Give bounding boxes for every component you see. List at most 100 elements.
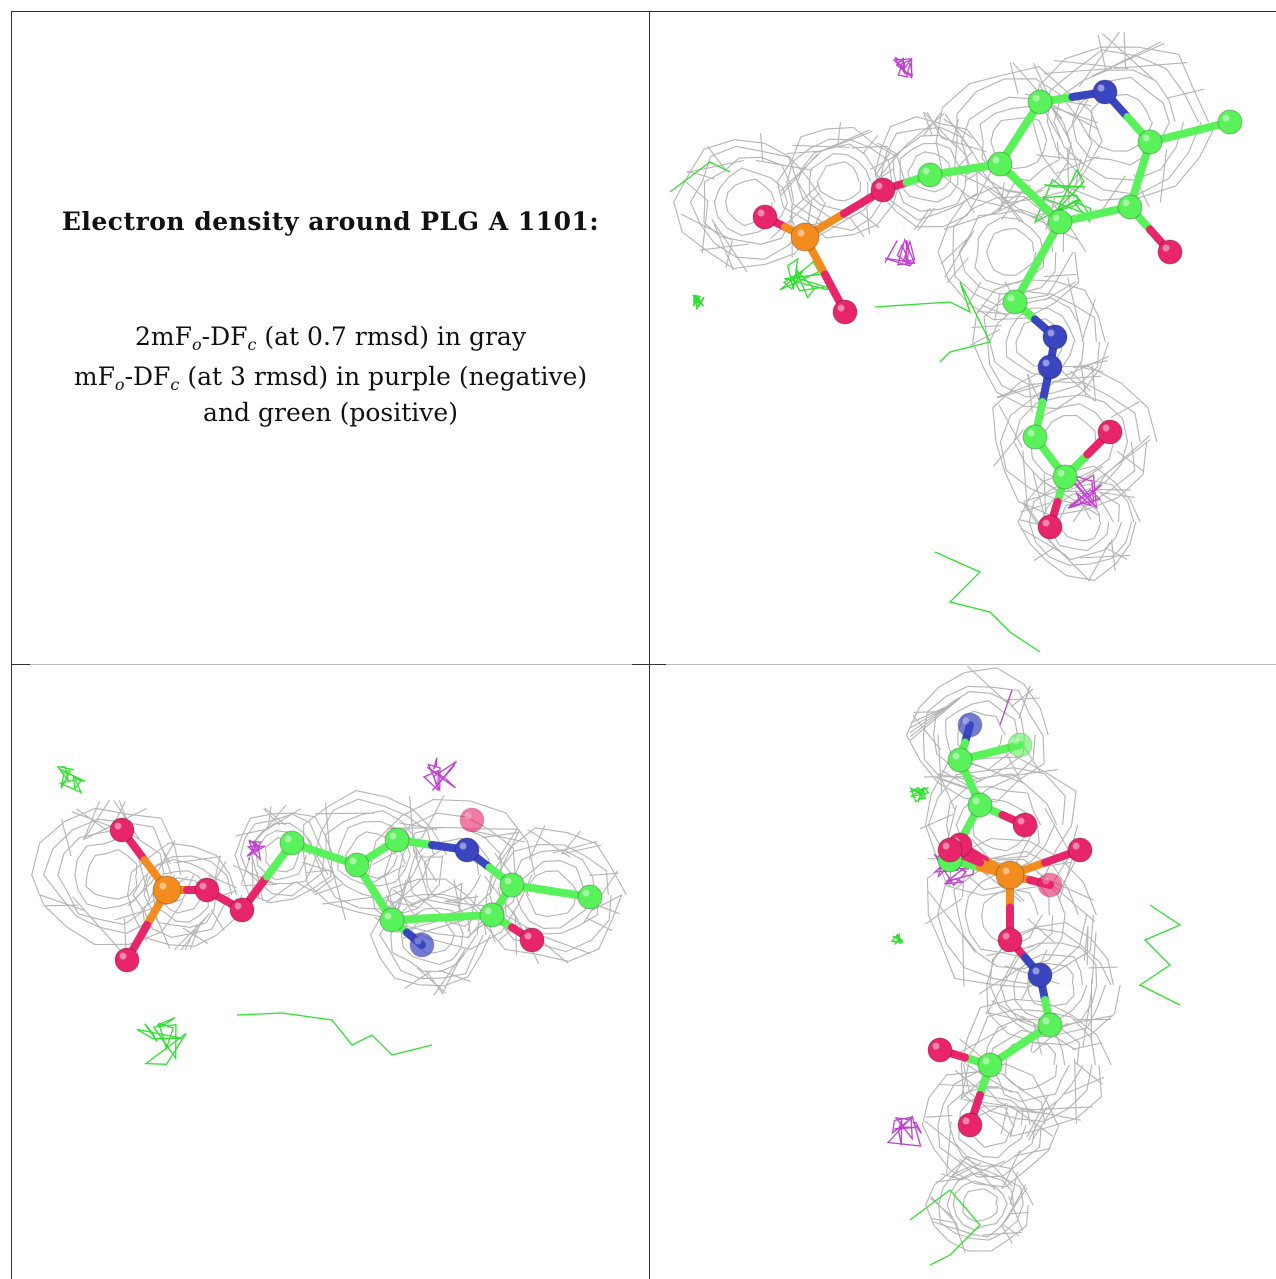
- mesh-strand: [1056, 155, 1099, 174]
- atom-highlight: [837, 304, 845, 312]
- mesh-strand: [1003, 697, 1040, 701]
- atom-n: [1042, 324, 1068, 350]
- atom-highlight: [797, 229, 805, 237]
- negative-density-trace: [999, 689, 1013, 726]
- mesh-strand: [1009, 62, 1019, 95]
- blob-facet: [433, 757, 438, 770]
- caption-title: Electron density around PLG A 1101:: [61, 207, 600, 236]
- negative-density-blob: [886, 1115, 922, 1147]
- mesh-strand: [1013, 1147, 1051, 1157]
- mesh-strand: [792, 144, 850, 148]
- mesh-strand: [552, 840, 598, 854]
- positive-density-blob: [56, 765, 86, 794]
- mesh-strand: [1110, 401, 1140, 418]
- mesh-strand: [444, 896, 479, 902]
- caption-map2-line: mFo-DFc (at 3 rmsd) in purple (negative): [12, 362, 649, 394]
- grid-border-left: [11, 11, 12, 1279]
- mesh-strand: [445, 901, 485, 907]
- mesh-strand: [425, 970, 444, 995]
- mesh-strand: [971, 325, 1002, 329]
- atom-n: [409, 932, 435, 958]
- atom-o: [459, 807, 485, 833]
- atom-highlight: [1057, 469, 1065, 477]
- atom-highlight: [459, 842, 467, 850]
- mesh-strand: [909, 701, 954, 738]
- atom-highlight: [464, 812, 472, 820]
- blob-facet: [422, 769, 440, 792]
- atom-c: [1217, 109, 1243, 135]
- atom-highlight: [1002, 932, 1010, 940]
- mesh-ring: [489, 844, 612, 953]
- blob-facet: [253, 840, 261, 852]
- mesh-strand: [138, 860, 150, 899]
- mesh-strand: [683, 179, 709, 202]
- mesh-strand: [1091, 42, 1165, 77]
- mesh-ring: [234, 812, 334, 904]
- blob-facet: [884, 240, 898, 263]
- mesh-strand: [910, 703, 952, 724]
- blob-facet: [1075, 473, 1098, 510]
- atom-highlight: [1122, 199, 1130, 207]
- atom-highlight: [384, 912, 392, 920]
- blob-facet: [779, 260, 820, 291]
- positive-density-blob: [692, 294, 705, 311]
- mesh-strand: [935, 776, 969, 790]
- mesh-strand: [760, 132, 764, 163]
- atom-n: [1037, 354, 1063, 380]
- atom-o: [870, 177, 896, 203]
- mesh-strand: [372, 864, 406, 884]
- mesh-strand: [302, 861, 334, 873]
- mesh-strand: [996, 383, 1035, 398]
- mesh-strand: [586, 917, 613, 932]
- negative-density-blob: [422, 757, 458, 792]
- atom-c: [1027, 89, 1053, 115]
- mesh-strand: [1000, 1104, 1009, 1135]
- mesh-strand: [1159, 149, 1168, 203]
- mesh-strand: [711, 218, 748, 273]
- mesh-strand: [967, 665, 1009, 704]
- mesh-strand: [820, 130, 873, 153]
- mesh-strand: [959, 1038, 986, 1061]
- atom-highlight: [1072, 842, 1080, 850]
- mesh-ring: [899, 142, 964, 203]
- mesh-ring: [368, 798, 536, 950]
- atom-highlight: [875, 182, 883, 190]
- mesh-ring: [946, 773, 1058, 875]
- mesh-strand: [590, 894, 623, 912]
- atom-highlight: [1042, 877, 1050, 885]
- mesh-strand: [999, 182, 1005, 212]
- atom-o: [229, 897, 255, 923]
- atom-c: [1002, 289, 1028, 315]
- mesh-strand: [1105, 547, 1128, 560]
- blob-facet: [886, 1115, 922, 1147]
- map2-sub-o: o: [114, 375, 125, 394]
- mesh-strand: [1018, 686, 1031, 719]
- atom-highlight: [1042, 1017, 1050, 1025]
- mesh-strand: [953, 1219, 966, 1253]
- mesh-strand: [787, 150, 822, 155]
- mesh-ring: [240, 813, 326, 897]
- mesh-strand: [939, 1083, 1000, 1088]
- mesh-strand: [1032, 1100, 1058, 1141]
- mesh-strand: [998, 404, 1023, 448]
- mesh-strand: [940, 234, 973, 265]
- mesh-ring: [303, 790, 448, 919]
- positive-density-trace: [236, 1012, 433, 1056]
- atom-p: [790, 222, 820, 252]
- mesh-strand: [1028, 1106, 1048, 1141]
- atom-p: [152, 875, 182, 905]
- atom-o: [1037, 872, 1063, 898]
- mesh-strand: [1043, 273, 1077, 278]
- atom-c: [1037, 1012, 1063, 1038]
- blob-facet: [944, 878, 964, 885]
- mesh-strand: [1086, 926, 1089, 966]
- blob-facet: [894, 939, 904, 943]
- mesh-strand: [482, 831, 520, 839]
- positive-density-trace: [669, 161, 731, 193]
- atom-c: [947, 747, 973, 773]
- mesh-ring: [816, 161, 861, 202]
- mesh-strand: [497, 828, 518, 861]
- mesh-strand: [528, 825, 546, 860]
- mesh-strand: [946, 1120, 952, 1174]
- mesh-strand: [312, 876, 337, 894]
